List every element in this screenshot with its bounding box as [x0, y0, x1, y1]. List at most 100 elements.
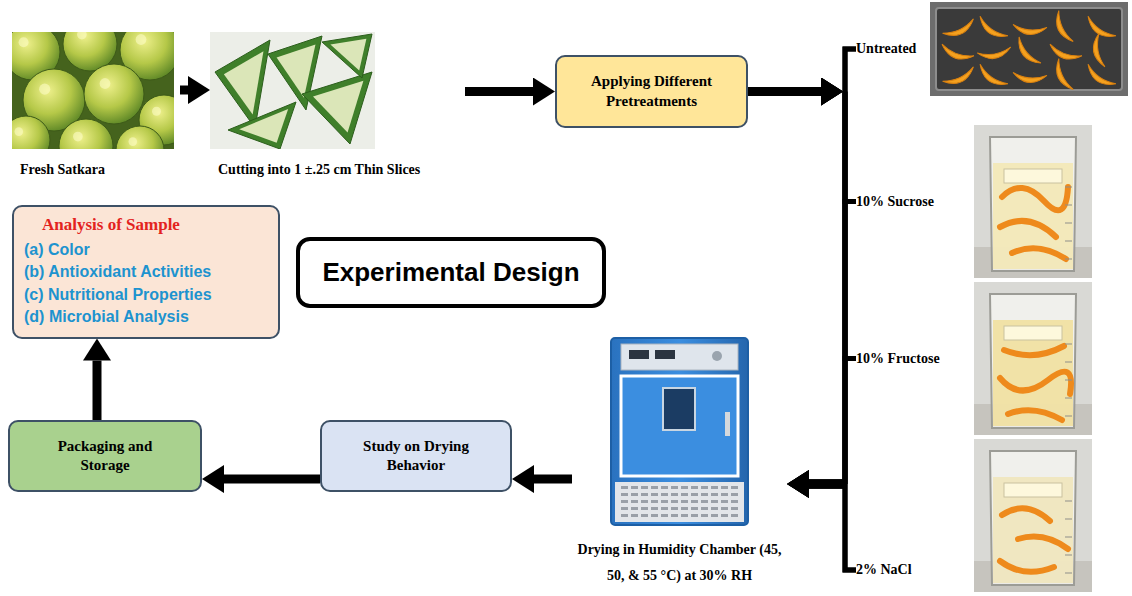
illustration-part	[655, 350, 675, 359]
illustration-path	[990, 294, 1076, 428]
photo-node: Fresh Satkara	[12, 32, 180, 179]
illustration-part	[974, 282, 1092, 435]
illustration-part	[974, 439, 1092, 592]
photo-caption: Cutting into 1 ±.25 cm Thin Slices	[210, 161, 420, 179]
illustration-part	[993, 163, 1073, 269]
illustration-part	[631, 486, 638, 489]
illustration-part	[641, 500, 648, 503]
illustration-path	[977, 47, 1012, 61]
illustration-part	[12, 116, 50, 149]
illustration-part	[711, 514, 718, 517]
illustration-part	[974, 125, 1092, 278]
illustration-part	[651, 486, 658, 489]
illustration-path	[1000, 372, 1071, 394]
flow-arrow	[180, 90, 188, 91]
illustration-part	[14, 127, 23, 136]
illustration-path	[975, 64, 1008, 90]
illustration-part	[152, 107, 161, 116]
illustration-part	[731, 486, 738, 489]
illustration-part	[691, 493, 698, 496]
flow-arrow	[224, 479, 320, 480]
treatment-node: 10% Fructose	[856, 282, 1092, 435]
illustration-part	[663, 388, 695, 430]
treatment-label: 10% Fructose	[856, 351, 940, 367]
flow-arrow	[748, 92, 856, 202]
illustration-part	[1065, 241, 1072, 242]
illustration-path	[1083, 64, 1116, 90]
illustration-part	[974, 125, 1092, 278]
arrow-line	[845, 202, 856, 485]
illustration-part	[1065, 398, 1072, 399]
illustration-part	[681, 507, 688, 510]
illustration-part	[84, 64, 144, 124]
treatment-node: Untreated	[856, 2, 1128, 96]
illustration-part	[277, 45, 316, 98]
arrow-line	[809, 480, 845, 489]
illustration-part	[224, 51, 264, 114]
illustration-part	[651, 500, 658, 503]
illustration-path	[1083, 16, 1116, 42]
illustration-part	[681, 500, 688, 503]
analysis-text: (c) Nutritional Properties	[24, 284, 268, 306]
illustration-part	[1004, 483, 1062, 497]
illustration-part	[721, 514, 728, 517]
arrow-line	[845, 484, 856, 570]
illustration-part	[621, 344, 738, 370]
illustration-part	[731, 500, 738, 503]
illustration-part	[681, 514, 688, 517]
flow-arrow	[809, 359, 856, 485]
illustration-part	[1065, 555, 1072, 556]
illustration-part	[671, 507, 678, 510]
arrow-line	[748, 87, 821, 96]
arrow-line	[845, 49, 856, 484]
illustration-part	[1065, 501, 1072, 502]
arrow-line	[748, 87, 821, 96]
illustration-part	[631, 493, 638, 496]
illustration-part	[936, 8, 1122, 90]
illustration-part	[661, 486, 668, 489]
illustration-part	[701, 493, 708, 496]
illustration-part	[641, 486, 648, 489]
treatment-label: 10% Sucrose	[856, 194, 934, 210]
illustration-part	[731, 507, 738, 510]
title-box: Experimental Design	[296, 237, 605, 308]
arrow-line	[809, 480, 845, 489]
flow-arrow	[97, 361, 98, 420]
illustration-part	[701, 514, 708, 517]
illustration-part	[1065, 537, 1072, 538]
illustration-part	[691, 507, 698, 510]
illustration-part	[313, 81, 363, 133]
illustration-part	[621, 493, 628, 496]
illustration-part	[701, 500, 708, 503]
illustration-part	[930, 2, 1128, 96]
analysis-text: (b) Antioxidant Activities	[24, 261, 268, 283]
arrow-line	[809, 480, 845, 489]
illustration-part	[1004, 326, 1062, 340]
illustration-part	[73, 132, 83, 142]
illustration-part	[136, 34, 147, 45]
illustration-part	[210, 32, 375, 149]
photo	[974, 439, 1092, 592]
illustration-part	[302, 72, 372, 144]
illustration-part	[661, 493, 668, 496]
illustration-part	[993, 320, 1073, 426]
illustration-path	[939, 44, 974, 64]
illustration-part	[1065, 573, 1072, 574]
photo-node: Cutting into 1 ±.25 cm Thin Slices	[210, 32, 465, 179]
illustration-part	[701, 486, 708, 489]
treatment-label: Untreated	[856, 41, 916, 57]
photo	[607, 334, 752, 529]
illustration-part	[671, 486, 678, 489]
illustration-part	[621, 376, 738, 476]
diagram-title: Experimental Design	[322, 257, 579, 288]
treatment-label: 2% NaCl	[856, 562, 912, 578]
illustration-part	[711, 500, 718, 503]
flow-arrow	[534, 479, 572, 480]
treatment-node: 10% Sucrose	[856, 124, 1092, 279]
photo	[974, 282, 1092, 435]
analysis-box: Analysis of Sample(a) Color(b) Antioxida…	[12, 205, 280, 339]
illustration-part	[615, 482, 744, 522]
illustration-part	[631, 507, 638, 510]
process-label: Study on Drying Behavior	[354, 437, 478, 476]
